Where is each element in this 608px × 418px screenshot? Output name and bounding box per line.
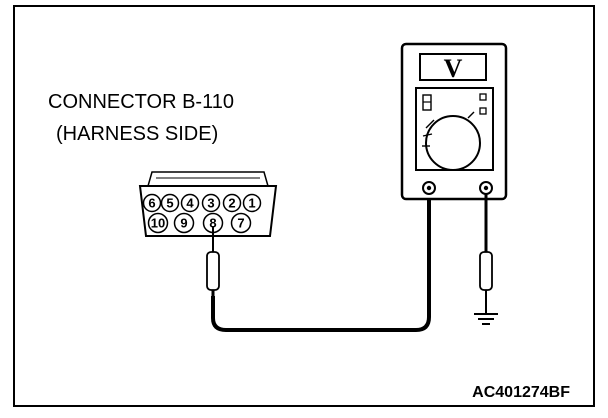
dial-tick-4 [467, 111, 475, 119]
ground-symbol-icon [474, 313, 498, 325]
meter-display-text: V [444, 54, 463, 83]
voltmeter: V [400, 42, 508, 201]
ground-test-probe [479, 194, 493, 314]
connector-subtitle: (HARNESS SIDE) [56, 123, 218, 145]
pin-5-label: 5 [166, 196, 173, 211]
pin-7 [230, 212, 252, 234]
connector-title: CONNECTOR B-110 [48, 91, 234, 113]
probe-handle [206, 251, 220, 291]
pin-2-label: 2 [228, 196, 235, 211]
pin-9-label: 9 [180, 216, 187, 231]
selector-dial-icon [425, 115, 481, 171]
positive-lead-wire [211, 188, 431, 332]
positive-test-probe [206, 226, 220, 296]
meter-display [419, 53, 487, 81]
pin-3-label: 3 [207, 196, 214, 211]
indicator-icon-bottom [479, 107, 487, 115]
pin-9 [173, 212, 195, 234]
pin-8-label: 8 [209, 216, 216, 231]
indicator-icon-top [479, 93, 487, 101]
ground-jack-center [483, 185, 489, 191]
pin-7-label: 7 [237, 216, 244, 231]
pin-10-label: 10 [151, 216, 165, 231]
ground-probe-handle [479, 251, 493, 291]
pin-6-label: 6 [148, 196, 155, 211]
dial-tick-1 [425, 119, 435, 129]
pin-2 [222, 193, 242, 213]
figure-id: AC401274BF [472, 384, 570, 401]
pin-4-label: 4 [186, 196, 194, 211]
figure-frame [13, 5, 595, 407]
pin-1 [242, 193, 262, 213]
pin-1-label: 1 [248, 196, 255, 211]
pin-5 [160, 193, 180, 213]
pin-4 [180, 193, 200, 213]
pin-6 [142, 193, 162, 213]
pin-row-bottom: 10 9 8 7 [147, 212, 252, 234]
positive-jack-center [426, 185, 432, 191]
connector-b110: 6 5 4 3 2 1 10 9 8 7 [138, 171, 278, 237]
dial-tick-2 [422, 133, 433, 137]
pin-row-top: 6 5 4 3 2 1 [142, 193, 262, 213]
connector-lock-tab [147, 171, 269, 187]
pin-3 [201, 193, 221, 213]
pin-10 [147, 212, 169, 234]
